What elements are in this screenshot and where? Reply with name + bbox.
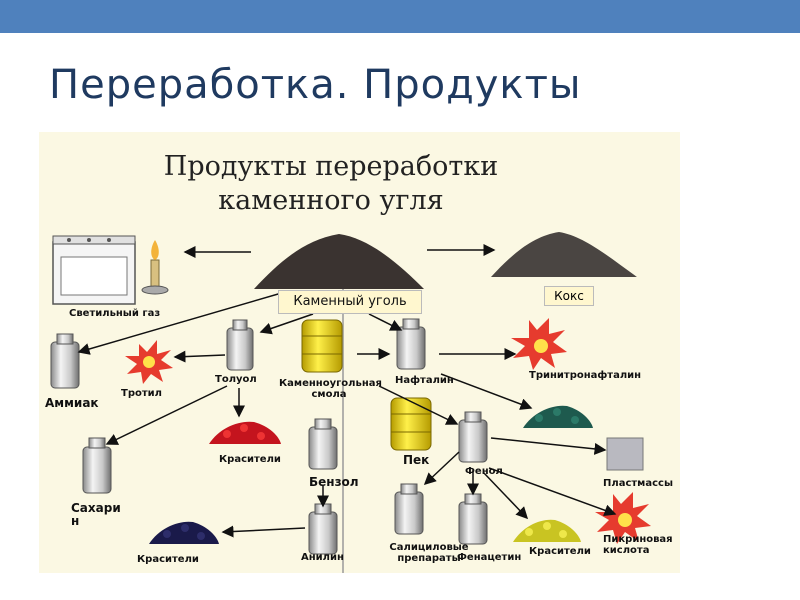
ammonia-cylinder-icon (50, 333, 80, 389)
salicylic-label-line1: Салициловые (389, 542, 469, 553)
trinitronaphthalene-explosion-icon (511, 318, 567, 370)
coal-tar-label-line1: Каменноугольная (279, 378, 382, 389)
saccharin-label-line2: н (71, 514, 80, 529)
picric-acid-label: Пикриновая кислота (603, 534, 673, 556)
diagram-heading-line2: каменного угля (218, 185, 444, 216)
trinitronaphthalene-label: Тринитронафталин (529, 370, 642, 381)
gas-burner-icon (141, 240, 169, 295)
slide-title: Переработка. Продукты (49, 62, 582, 108)
red-dye-beads-icon (209, 421, 281, 444)
pitch-label: Пек (403, 453, 430, 467)
pitch-barrel-icon (390, 397, 432, 451)
diagram-graphics (50, 232, 651, 573)
aniline-cylinder-icon (308, 503, 338, 555)
naphthalene-label: Нафталин (395, 375, 454, 386)
coal-tar-label-line2: смола (311, 389, 347, 400)
navy-dyes-label: Красители (137, 554, 199, 565)
saccharin-cylinder-icon (82, 437, 112, 494)
plastics-label: Пластмассы (603, 478, 673, 489)
coal-label: Каменный уголь (278, 290, 422, 314)
toluene-label: Толуол (215, 374, 257, 385)
salicylic-label-line2: препараты (397, 553, 461, 564)
diagram-arrows (77, 244, 617, 538)
trotyl-label: Тротил (121, 388, 162, 399)
coke-pile (491, 232, 637, 277)
phenol-cylinder-icon (458, 411, 488, 463)
aniline-label: Анилин (301, 552, 344, 563)
picric-acid-label-line2: кислота (603, 545, 650, 556)
trotyl-explosion-icon (125, 340, 173, 384)
salicylic-label: Салициловые препараты (389, 542, 469, 564)
stove-icon (52, 235, 136, 305)
phenacetin-cylinder-icon (458, 493, 488, 545)
benzene-cylinder-icon (308, 418, 338, 470)
saccharin-label: Сахари н (71, 501, 121, 529)
phenacetin-label: Фенацетин (457, 552, 522, 563)
diagram-heading: Продукты переработки каменного угля (141, 150, 521, 218)
benzene-label: Бензол (309, 475, 359, 489)
navy-dye-beads-icon (149, 521, 219, 544)
picric-acid-explosion-icon (595, 492, 651, 544)
ammonia-label: Аммиак (45, 396, 99, 410)
coal-products-diagram: Продукты переработки каменного угля Каме… (39, 132, 680, 573)
phenol-label: Фенол (465, 466, 503, 477)
coal-tar-label: Каменноугольная смола (279, 378, 382, 400)
picric-acid-label-line1: Пикриновая (603, 534, 673, 545)
lighting-gas-label: Светильный газ (69, 308, 161, 319)
coal-tar-barrel-icon (301, 319, 343, 373)
coal-pile (254, 234, 424, 289)
coke-label: Кокс (544, 286, 594, 306)
yellow-dye-beads-icon (513, 519, 581, 542)
toluene-cylinder-icon (226, 319, 254, 371)
salicylic-cylinder-icon (394, 483, 424, 535)
green-beads-icon (523, 405, 593, 428)
saccharin-label-line1: Сахари (71, 501, 121, 515)
diagram-heading-line1: Продукты переработки (163, 151, 499, 182)
top-accent-bar (0, 0, 800, 33)
plastics-sample-icon (606, 437, 644, 471)
red-dyes-label: Красители (219, 454, 281, 465)
yellow-dyes-label: Красители (529, 546, 591, 557)
naphthalene-cylinder-icon (396, 318, 426, 370)
